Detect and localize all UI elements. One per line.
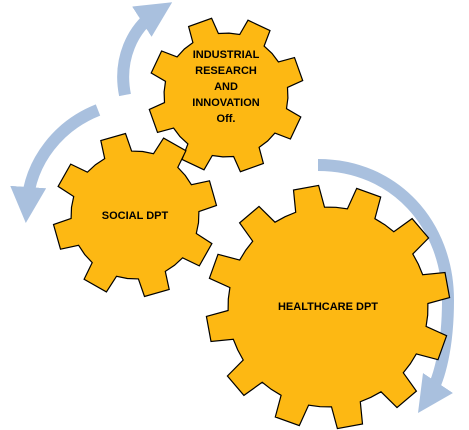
healthcare-gear: HEALTHCARE DPT (205, 184, 451, 430)
social-gear-shape (52, 132, 218, 298)
social-gear-label: SOCIAL DPT (102, 210, 169, 222)
healthcare-gear-shape (205, 184, 451, 430)
curved-arrow-left (10, 104, 101, 223)
social-gear-label-line: SOCIAL DPT (102, 210, 169, 222)
social-gear: SOCIAL DPT (52, 132, 218, 298)
research-gear-label: INDUSTRIAL RESEARCH AND INNOVATION Off. (192, 49, 259, 125)
research-gear-label-line: Off. (217, 113, 236, 125)
healthcare-gear-label-line: HEALTHCARE DPT (278, 301, 378, 313)
curved-arrow-top (117, 2, 173, 97)
research-gear-label-line: AND (214, 81, 238, 93)
research-gear-label-line: INNOVATION (192, 97, 259, 109)
research-gear-shape (148, 17, 304, 173)
research-gear-label-line: RESEARCH (195, 65, 257, 77)
research-gear: INDUSTRIAL RESEARCH AND INNOVATION Off. (148, 17, 304, 173)
research-gear-label-line: INDUSTRIAL (193, 49, 260, 61)
healthcare-gear-label: HEALTHCARE DPT (278, 301, 378, 313)
